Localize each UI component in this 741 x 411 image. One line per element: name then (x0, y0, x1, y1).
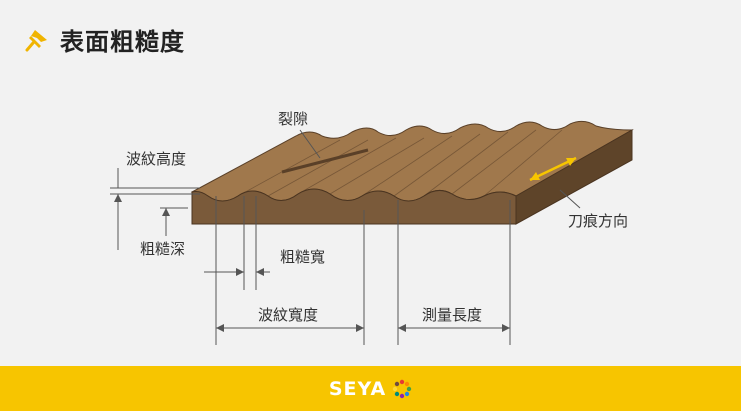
arrowheads (114, 194, 510, 332)
crack-mark (281, 148, 369, 174)
pin-icon (25, 29, 47, 51)
footer-bar: SEYA (0, 366, 741, 411)
crack-label: 裂隙 (278, 110, 308, 128)
lay-direction-arrow (529, 156, 577, 182)
page-title: 表面粗糙度 (60, 28, 185, 56)
front-face (191, 188, 517, 225)
waviness-width-label: 波紋寬度 (258, 306, 318, 324)
side-face (515, 129, 633, 225)
brand-logo-text: SEYA (328, 377, 387, 400)
surface-roughness-diagram: 裂隙 波紋高度 粗糙深 粗糙寬 波紋寬度 測量長度 刀痕方向 (110, 110, 634, 345)
dimension-lines (110, 129, 581, 345)
lay-lines (237, 129, 563, 197)
brand-dots-icon (392, 379, 412, 398)
waviness-height-label: 波紋高度 (126, 150, 186, 168)
lay-direction-label: 刀痕方向 (568, 212, 628, 230)
measure-length-label: 測量長度 (422, 306, 482, 324)
header: 表面粗糙度 (24, 22, 185, 57)
roughness-width-label: 粗糙寬 (280, 248, 325, 266)
roughness-depth-label: 粗糙深 (140, 240, 185, 258)
